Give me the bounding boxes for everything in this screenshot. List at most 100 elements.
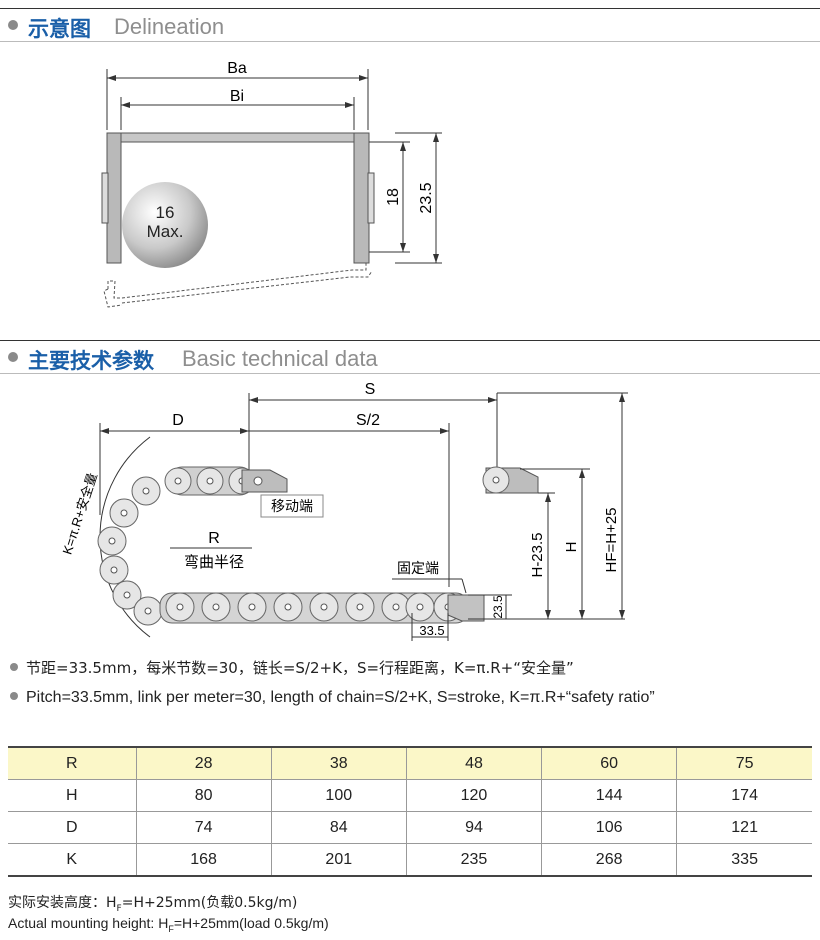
table-cell: 100 xyxy=(270,779,407,812)
table-cell: 335 xyxy=(676,843,812,877)
d-label: D xyxy=(172,412,184,429)
table-cell: 174 xyxy=(676,779,812,812)
arrow-right-icon xyxy=(488,397,497,403)
k-formula-label: K=π.R+安全量 xyxy=(59,471,99,556)
table-cell: 121 xyxy=(676,811,812,844)
bullet-dot-icon xyxy=(10,662,18,671)
bullet-dot-icon xyxy=(8,352,18,362)
bi-label: Bi xyxy=(230,88,244,105)
chain-side-lip-right xyxy=(367,172,375,224)
ball-size-label: 16 xyxy=(156,203,175,222)
mounting-height-note-en: Actual mounting height: HF=H+25mm(load 0… xyxy=(8,915,329,934)
bullet-en: Pitch=33.5mm, link per meter=30, length … xyxy=(10,689,655,707)
bullet-zh-text: 节距=33.5mm，每米节数=30，链长=S/2+K，S=行程距离，K=π.R+… xyxy=(26,659,574,677)
section-header-delineation: 示意图 Delineation xyxy=(0,8,820,42)
arrow-right-icon xyxy=(345,102,354,108)
table-row: D 74 84 94 106 121 xyxy=(8,811,812,844)
s-label: S xyxy=(365,381,376,398)
arrow-left-icon xyxy=(121,102,130,108)
table-cell: 74 xyxy=(135,811,272,844)
chain-top-bar xyxy=(106,132,370,143)
table-cell: 80 xyxy=(135,779,272,812)
bullet-en-text: Pitch=33.5mm, link per meter=30, length … xyxy=(26,689,655,706)
fixed-end-label: 固定端 xyxy=(397,561,439,577)
arrow-left-icon xyxy=(249,397,258,403)
header-rule xyxy=(0,8,820,9)
table-cell: 106 xyxy=(541,811,677,844)
chain-side-plate-left xyxy=(106,132,122,264)
note-zh-prefix: 实际安装高度：H xyxy=(8,895,117,911)
section-title-zh: 示意图 xyxy=(28,17,91,41)
arrow-left-icon xyxy=(107,75,116,81)
fixed-end-leader xyxy=(461,578,467,594)
ba-label: Ba xyxy=(227,60,247,77)
table-cell: 48 xyxy=(405,746,542,780)
dim-335-label: 33.5 xyxy=(419,623,444,638)
bullet-zh: 节距=33.5mm，每米节数=30，链长=S/2+K，S=行程距离，K=π.R+… xyxy=(10,657,574,678)
table-row: K 168 201 235 268 335 xyxy=(8,843,812,877)
moving-end-hole xyxy=(253,476,263,486)
bullet-dot-icon xyxy=(10,691,18,700)
bend-radius-label: 弯曲半径 xyxy=(184,553,244,571)
table-cell: D xyxy=(8,811,136,844)
arrow-down-icon xyxy=(433,254,439,263)
table-cell: 60 xyxy=(541,746,677,780)
chain-links-lower xyxy=(159,592,469,624)
hf-label: HF=H+25 xyxy=(603,507,620,572)
ball-max-label: Max. xyxy=(147,222,184,241)
table-cell: 28 xyxy=(135,746,272,780)
header-rule xyxy=(0,41,820,42)
section-title-zh: 主要技术参数 xyxy=(28,349,154,373)
bullet-dot-icon xyxy=(8,20,18,30)
note-zh-sub: F xyxy=(116,903,122,914)
arrow-down-icon xyxy=(619,610,625,619)
dim-235-label: 23.5 xyxy=(491,595,505,619)
arrow-down-icon xyxy=(400,243,406,252)
arrow-right-icon xyxy=(359,75,368,81)
table-cell: 94 xyxy=(405,811,542,844)
note-en-sub: F xyxy=(168,923,174,934)
mounting-height-note-zh: 实际安装高度：HF=H+25mm(负载0.5kg/m) xyxy=(8,892,297,914)
fixed-end-bracket xyxy=(447,594,485,622)
arrow-right-icon xyxy=(240,428,249,434)
table-row: R 28 38 48 60 75 xyxy=(8,746,812,780)
chain-dimension-diagram: S D S/2 K=π.R+安全量 移动端 R xyxy=(59,381,628,641)
moving-end-bracket xyxy=(241,469,288,493)
height-inner-label: 18 xyxy=(385,188,402,206)
table-cell: 168 xyxy=(135,843,272,877)
r-label: R xyxy=(208,530,220,547)
spec-table: R 28 38 48 60 75 H 80 100 120 144 174 D … xyxy=(8,746,812,877)
height-outer-label: 23.5 xyxy=(418,182,435,213)
arrow-up-icon xyxy=(400,142,406,151)
h-minus-label: H-23.5 xyxy=(529,532,546,577)
arrow-up-icon xyxy=(619,393,625,402)
delineation-diagram: Ba Bi 16 Max. 18 23.5 xyxy=(101,60,442,308)
note-en-prefix: Actual mounting height: H xyxy=(8,915,169,931)
arrow-down-icon xyxy=(545,610,551,619)
max-cable-ball xyxy=(122,182,208,268)
arrow-up-icon xyxy=(579,469,585,478)
open-cover-dashed xyxy=(121,270,373,304)
table-cell: 120 xyxy=(405,779,542,812)
table-cell: 75 xyxy=(676,746,812,780)
arrow-right-icon xyxy=(440,428,449,434)
header-rule xyxy=(0,340,820,341)
table-cell: 38 xyxy=(270,746,407,780)
section-title-en: Delineation xyxy=(114,14,225,39)
table-cell: H xyxy=(8,779,136,812)
table-cell: 144 xyxy=(541,779,677,812)
open-cover-dashed xyxy=(103,263,367,308)
moving-end-label: 移动端 xyxy=(271,499,313,515)
table-cell: K xyxy=(8,843,136,877)
arrow-up-icon xyxy=(545,493,551,502)
note-zh-suffix: =H+25mm(负载0.5kg/m) xyxy=(121,895,298,911)
chain-links-bend xyxy=(97,476,163,626)
arrow-down-icon xyxy=(579,610,585,619)
h-label: H xyxy=(563,542,580,553)
table-row: H 80 100 120 144 174 xyxy=(8,779,812,812)
note-en-suffix: =H+25mm(load 0.5kg/m) xyxy=(173,915,329,931)
arrow-up-icon xyxy=(433,133,439,142)
chain-side-plate-right xyxy=(353,132,370,264)
table-cell: 268 xyxy=(541,843,677,877)
table-cell: 235 xyxy=(405,843,542,877)
